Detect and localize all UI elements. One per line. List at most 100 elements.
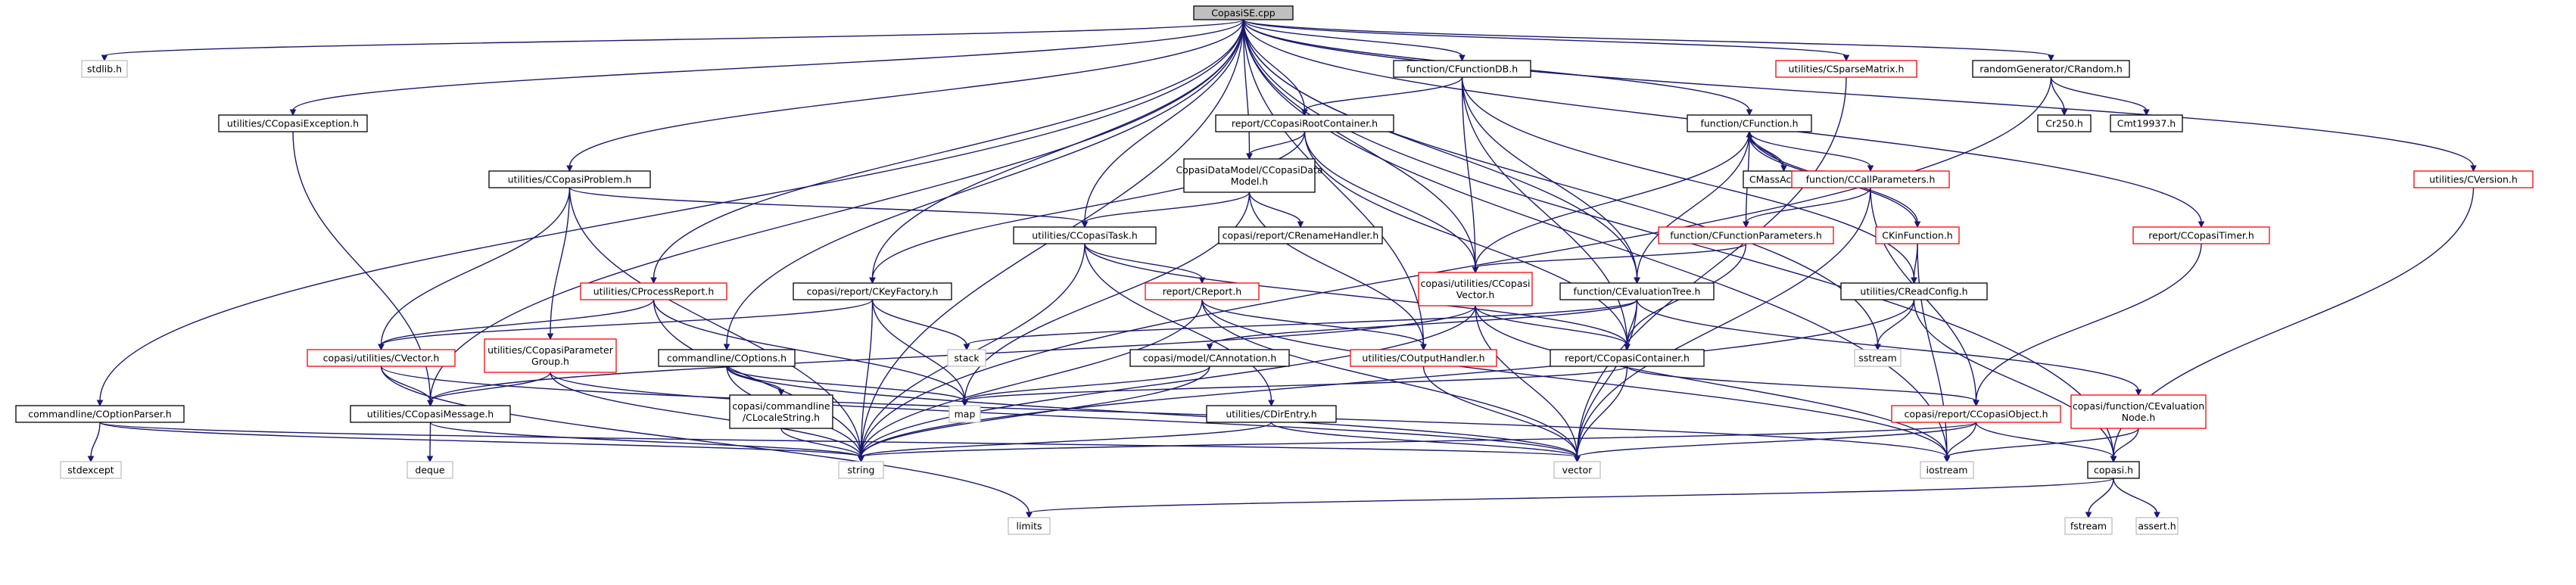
node-cr250[interactable]: Cr250.h <box>2037 114 2092 132</box>
node-cannot[interactable]: copasi/model/CAnnotation.h <box>1129 349 1290 367</box>
node-cmsg[interactable]: utilities/CCopasiMessage.h <box>350 405 511 423</box>
node-box-ccvec <box>1418 272 1533 307</box>
node-stack[interactable]: stack <box>947 349 986 367</box>
node-cobj[interactable]: copasi/report/CCopasiObject.h <box>1891 405 2061 423</box>
node-fstream[interactable]: fstream <box>2064 517 2113 535</box>
edge-cfdb-to-cevaltree <box>1461 76 1638 279</box>
edge-cfdb-to-ccvec <box>1461 76 1476 269</box>
arrowhead-crandom-to-cr250 <box>2060 109 2068 117</box>
arrowhead-root-to-cprob <box>566 165 573 173</box>
node-label-fstream-0: fstream <box>2070 521 2107 532</box>
node-creport[interactable]: report/CReport.h <box>1145 282 1260 300</box>
node-label-creport-0: report/CReport.h <box>1163 286 1241 297</box>
node-box-clocale <box>729 394 833 429</box>
node-label-csparse-0: utilities/CSparseMatrix.h <box>1789 64 1905 75</box>
node-cfunc[interactable]: function/CFunction.h <box>1687 114 1812 132</box>
node-cmt[interactable]: Cmt19937.h <box>2110 114 2183 132</box>
node-cprob[interactable]: utilities/CCopasiProblem.h <box>488 170 651 188</box>
node-cevaltree[interactable]: function/CEvaluationTree.h <box>1559 282 1715 300</box>
arrowhead-cprob-to-cctask <box>1081 221 1089 229</box>
node-ccont[interactable]: report/CCopasiContainer.h <box>1550 349 1705 367</box>
node-deque[interactable]: deque <box>406 461 453 479</box>
node-ctimer[interactable]: report/CCopasiTimer.h <box>2132 226 2270 244</box>
node-box-sstream <box>1854 349 1902 367</box>
node-assert[interactable]: assert.h <box>2135 517 2179 535</box>
edge-coptions-to-vector <box>726 366 1578 458</box>
node-coptions[interactable]: commandline/COptions.h <box>658 349 796 367</box>
edges-layer <box>87 19 2477 519</box>
node-cfuncparams[interactable]: function/CFunctionParameters.h <box>1658 226 1834 244</box>
node-csparse[interactable]: utilities/CSparseMatrix.h <box>1775 60 1917 78</box>
node-croot[interactable]: report/CCopasiRootContainer.h <box>1215 114 1394 132</box>
node-box-cctask <box>1013 226 1157 244</box>
arrowhead-cprob-to-cparamgrp <box>547 333 554 341</box>
node-cdir[interactable]: utilities/CDirEntry.h <box>1206 405 1337 423</box>
node-cprocrep[interactable]: utilities/CProcessReport.h <box>580 282 727 300</box>
node-label-deque-0: deque <box>415 465 444 476</box>
node-cfdb[interactable]: function/CFunctionDB.h <box>1393 60 1531 78</box>
node-crename[interactable]: copasi/report/CRenameHandler.h <box>1218 226 1383 244</box>
edge-cfunc-to-cevaltree <box>1636 131 1750 279</box>
node-label-cobj-0: copasi/report/CCopasiObject.h <box>1905 409 2048 420</box>
node-ckin[interactable]: CKinFunction.h <box>1875 226 1960 244</box>
node-sstream[interactable]: sstream <box>1854 349 1902 367</box>
node-label-sstream-0: sstream <box>1858 353 1896 364</box>
node-box-cmt <box>2110 114 2183 132</box>
node-string[interactable]: string <box>838 461 884 479</box>
edge-cparamgrp-to-string <box>550 372 862 458</box>
node-coptparser[interactable]: commandline/COptionParser.h <box>15 405 185 423</box>
node-limits[interactable]: limits <box>1008 517 1051 535</box>
node-stdlib[interactable]: stdlib.h <box>81 60 128 78</box>
node-box-ckin <box>1875 226 1960 244</box>
node-coutput[interactable]: utilities/COutputHandler.h <box>1350 349 1497 367</box>
node-cexc[interactable]: utilities/CCopasiException.h <box>218 114 368 132</box>
edge-cfdb-to-croot <box>1304 76 1463 111</box>
node-cvector[interactable]: copasi/utilities/CVector.h <box>307 349 456 367</box>
edge-root-to-csparse <box>1242 19 1847 57</box>
arrowhead-root-to-cprocrep <box>650 277 657 285</box>
node-creadcfg[interactable]: utilities/CReadConfig.h <box>1840 282 1988 300</box>
edge-ccvec-to-vector <box>1475 305 1578 458</box>
node-label-cannot-0: copasi/model/CAnnotation.h <box>1143 353 1277 364</box>
edge-cprob-to-cparamgrp <box>550 187 571 335</box>
node-box-stdlib <box>81 60 128 78</box>
arrowhead-cmsg-to-deque <box>426 456 434 463</box>
node-iostream[interactable]: iostream <box>1920 461 1974 479</box>
node-root[interactable]: CopasiSE.cpp <box>1193 5 1294 20</box>
edge-ctimer-to-cobj <box>1975 243 2202 402</box>
node-label-ccont-0: report/CCopasiContainer.h <box>1565 353 1690 364</box>
node-ckeyf[interactable]: copasi/report/CKeyFactory.h <box>793 282 952 300</box>
node-clocale[interactable]: copasi/commandline/CLocaleString.h <box>729 394 833 429</box>
edge-root-to-cprocrep <box>653 19 1244 279</box>
node-box-root <box>1193 5 1294 20</box>
node-box-ccallp <box>1791 170 1950 188</box>
edge-ccvec-to-iostream <box>1475 305 1948 458</box>
node-map[interactable]: map <box>948 405 981 423</box>
node-box-deque <box>406 461 453 479</box>
node-ccallp[interactable]: function/CCallParameters.h <box>1791 170 1950 188</box>
edge-cmsg-to-string <box>429 422 862 458</box>
arrowhead-cfuncparams-to-ccvec <box>1472 266 1479 274</box>
edge-ccont-to-map <box>964 366 1628 402</box>
edge-creadcfg-to-sstream <box>1877 299 1915 346</box>
node-stdexcept[interactable]: stdexcept <box>60 461 122 479</box>
edge-root-to-cexc <box>292 19 1244 111</box>
arrowhead-root-to-cversion <box>2470 165 2477 173</box>
edge-cfunc-to-ccallp <box>1749 131 1871 167</box>
node-cversion[interactable]: utilities/CVersion.h <box>2413 170 2534 188</box>
node-copasih[interactable]: copasi.h <box>2087 461 2140 479</box>
edge-cfdb-to-creadcfg <box>1461 76 1915 279</box>
node-label-clocale-1: /CLocaleString.h <box>743 412 820 423</box>
node-label-stack-0: stack <box>954 353 980 364</box>
edge-crandom-to-string <box>860 76 2052 458</box>
arrowhead-cevalnode-to-copasih <box>2110 456 2117 463</box>
node-crandom[interactable]: randomGenerator/CRandom.h <box>1972 60 2130 78</box>
node-box-cannot <box>1129 349 1290 367</box>
node-vector[interactable]: vector <box>1553 461 1601 479</box>
node-cctask[interactable]: utilities/CCopasiTask.h <box>1013 226 1157 244</box>
arrowhead-root-to-stdlib <box>101 54 108 62</box>
